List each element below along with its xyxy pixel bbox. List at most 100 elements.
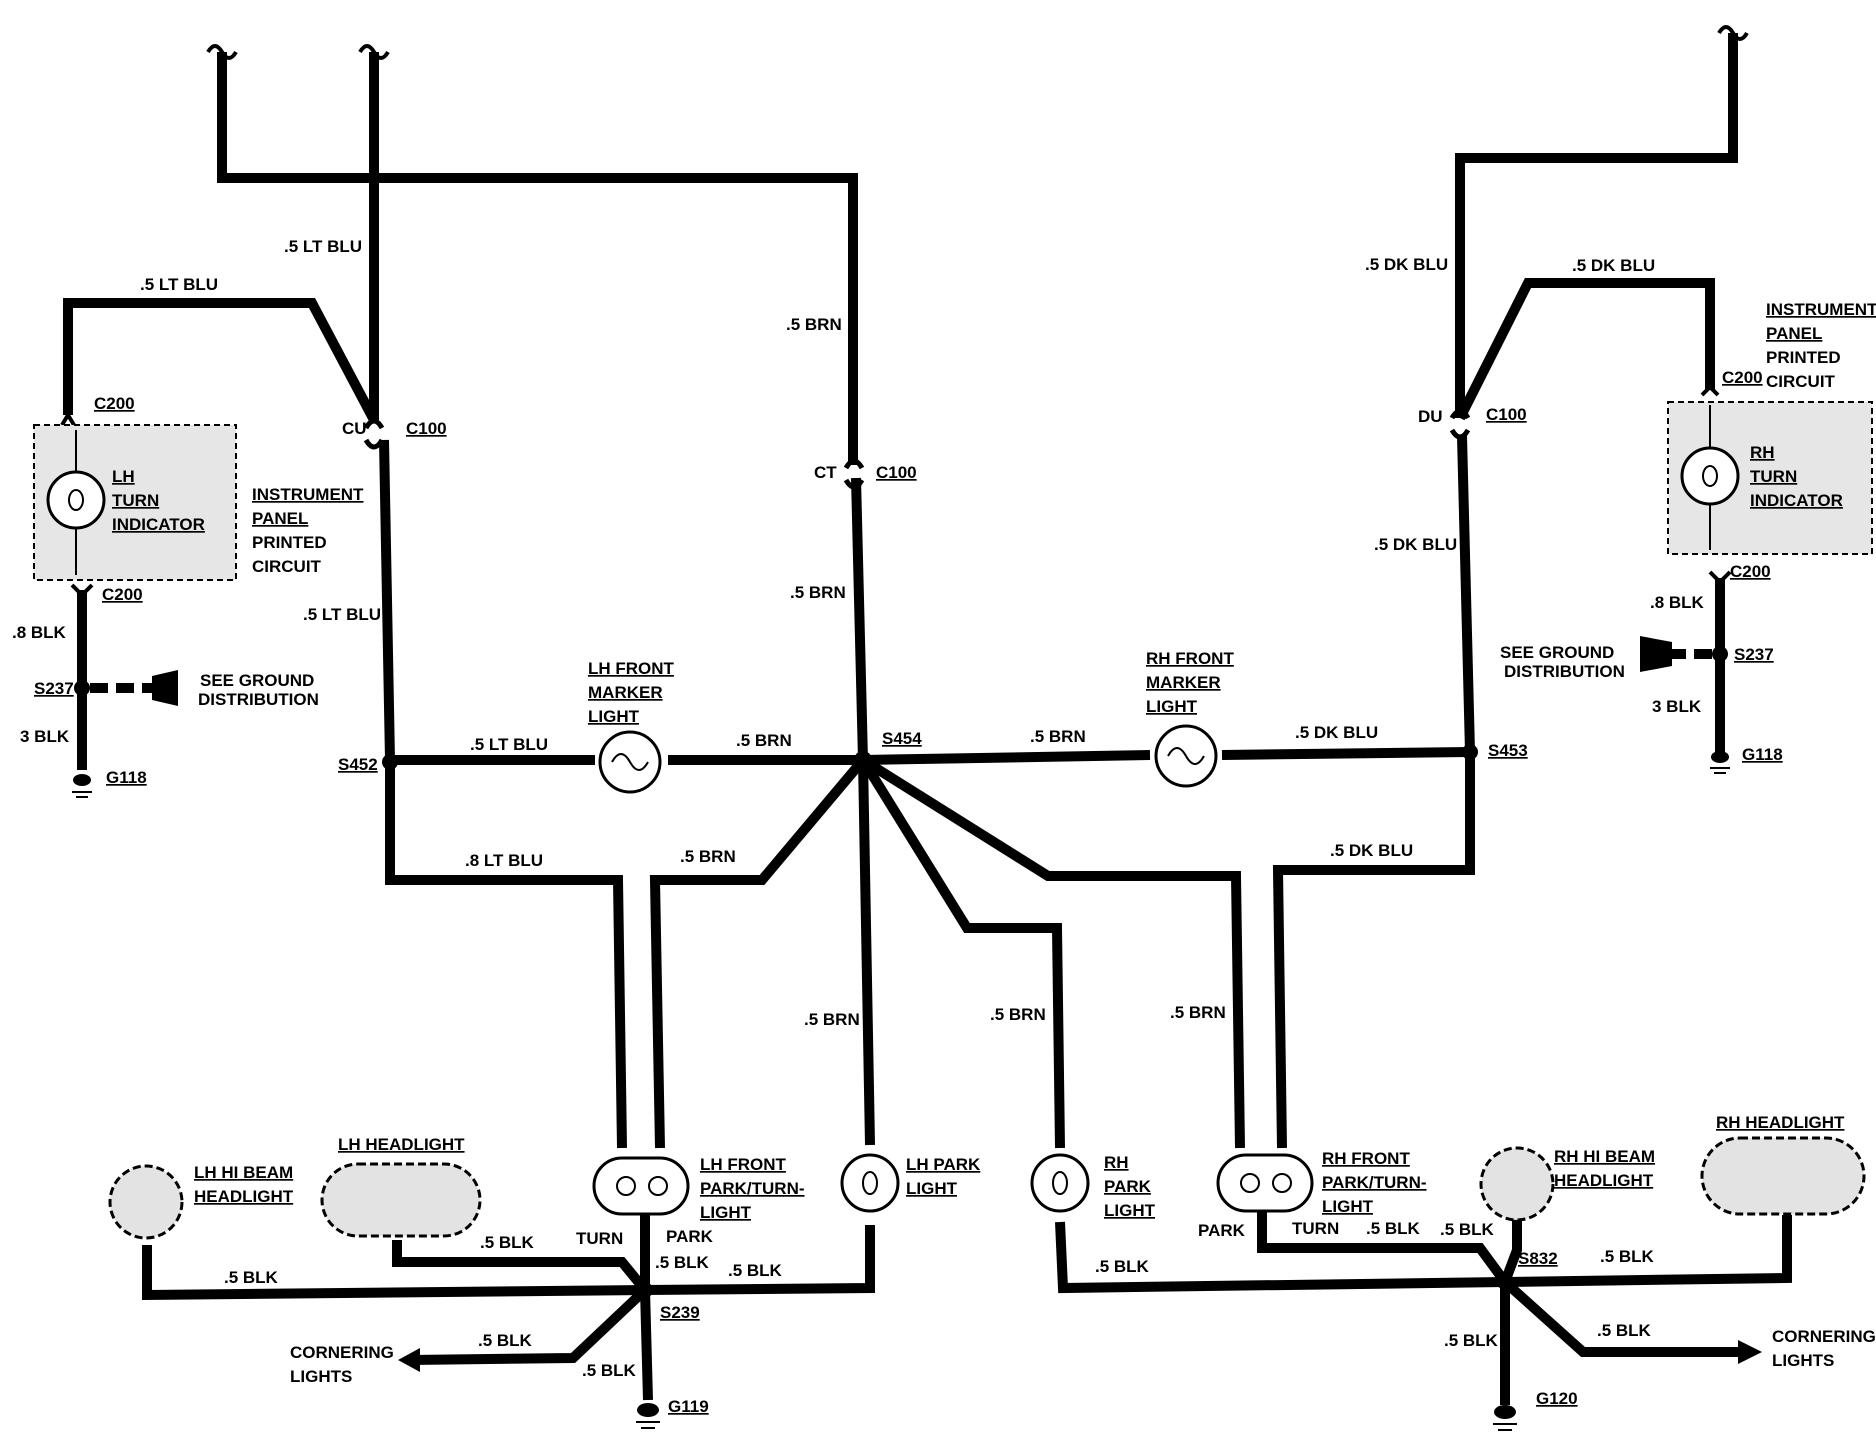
rh-turn-indicator-label: RH: [1750, 443, 1775, 462]
connector-c100-du: [1449, 408, 1471, 440]
ipc-label: PANEL: [252, 509, 308, 528]
rh-turn-indicator-label: TURN: [1750, 467, 1797, 486]
rh-park-label: PARK: [1104, 1177, 1152, 1196]
splice-label: S832: [1518, 1249, 1558, 1268]
lh-hi-beam-headlight-icon: [108, 1164, 184, 1240]
wire-label: .8 BLK: [1650, 593, 1705, 612]
wire-label: .5 LT BLU: [284, 237, 362, 256]
wire-label: .5 BLK: [1444, 1331, 1499, 1350]
wire-label: .5 BRN: [736, 731, 792, 750]
wire-label: .5 BLK: [224, 1268, 279, 1287]
rh-park-label: LIGHT: [1104, 1201, 1156, 1220]
wire-break-marks: [206, 25, 1749, 60]
terminal-label: TURN: [1292, 1219, 1339, 1238]
cornering-label: LIGHTS: [290, 1367, 352, 1386]
rh-front-marker-light-icon: [1154, 724, 1218, 788]
connector-c100-cu: [363, 418, 385, 450]
rh-front-park-turn-light-icon: [1216, 1153, 1314, 1213]
see-ground-arrowhead-left: [152, 670, 178, 706]
lh-park-label: LIGHT: [906, 1179, 958, 1198]
terminal-label: PARK: [1198, 1221, 1246, 1240]
connector-label: C200: [102, 585, 143, 604]
wire-label: .5 DK BLU: [1330, 841, 1413, 860]
connector-label: CU: [342, 419, 367, 438]
lh-front-park-label: LIGHT: [700, 1203, 752, 1222]
ground-label: G120: [1536, 1389, 1578, 1408]
ipc-label: INSTRUMENT: [1766, 300, 1876, 319]
ground-g118-r-icon: [1710, 751, 1730, 774]
splice-s237-r: [1712, 646, 1728, 662]
see-ground-label: DISTRIBUTION: [198, 690, 319, 709]
wire-blk-rhpark: [1055, 1221, 1506, 1294]
cornering-arrowhead-right: [1738, 1340, 1762, 1364]
lh-turn-indicator-label: TURN: [112, 491, 159, 510]
see-ground-label: DISTRIBUTION: [1504, 662, 1625, 681]
connector-label: C200: [1722, 368, 1763, 387]
splice-s832: [1497, 1274, 1513, 1290]
connector-label: C100: [1486, 405, 1527, 424]
wire-brn-rhmarker: [862, 750, 1151, 765]
lh-front-park-label: LH FRONT: [700, 1155, 787, 1174]
wire-label: .5 DK BLU: [1374, 535, 1457, 554]
connector-c100-ct: [843, 458, 865, 490]
lh-front-park-turn-light-icon: [592, 1156, 690, 1216]
connector-label: C100: [876, 463, 917, 482]
ipc-label: CIRCUIT: [252, 557, 322, 576]
see-ground-label: SEE GROUND: [200, 671, 314, 690]
wire-brn-rhpark: [858, 757, 1065, 1149]
wires: [63, 33, 1792, 1405]
wire-label: .5 BLK: [655, 1253, 710, 1272]
ground-label: G119: [668, 1397, 709, 1416]
ground-g118-l-icon: [72, 774, 92, 798]
connector-c200-rh-top: [1700, 384, 1720, 397]
ipc-label: CIRCUIT: [1766, 372, 1836, 391]
wire-label: .8 LT BLU: [465, 851, 543, 870]
rh-marker-label: LIGHT: [1146, 697, 1198, 716]
terminal-label: TURN: [576, 1229, 623, 1248]
wire-dk-blu-feed: [1455, 33, 1738, 418]
wire-blk-cornering-r: [1501, 1278, 1750, 1357]
wire-label: .8 BLK: [12, 623, 67, 642]
rh-park-label: RH: [1104, 1153, 1129, 1172]
wire-lt-blu-down: [379, 439, 627, 1149]
see-ground-label: SEE GROUND: [1500, 643, 1614, 662]
ipc-label: PRINTED: [252, 533, 327, 552]
lh-park-light-icon: [840, 1153, 900, 1213]
wire-brn-lhfront: [649, 756, 867, 1149]
wire-label: .5 LT BLU: [140, 275, 218, 294]
ipc-label: PRINTED: [1766, 348, 1841, 367]
lh-marker-label: MARKER: [588, 683, 663, 702]
splice-label: S453: [1488, 741, 1528, 760]
wire-label: .5 DK BLU: [1572, 256, 1655, 275]
wire-label: .5 BRN: [680, 847, 736, 866]
ground-label: G118: [1742, 745, 1783, 764]
cornering-arrowhead-left: [398, 1348, 420, 1372]
wire-label: .5 BRN: [804, 1010, 860, 1029]
rh-front-park-label: LIGHT: [1322, 1197, 1374, 1216]
connector-c200-rh-bot: [1708, 570, 1732, 585]
wire-blk-cornering-l: [409, 1286, 649, 1365]
wire-label: 3 BLK: [20, 727, 70, 746]
splice-label: S237: [34, 679, 74, 698]
connector-label: C200: [94, 394, 135, 413]
rh-turn-indicator-bulb-icon: [1680, 405, 1740, 550]
connector-c200-lh-top: [60, 411, 76, 427]
wire-brn-main: [851, 477, 875, 1146]
ipc-label: INSTRUMENT: [252, 485, 364, 504]
lh-hi-beam-label: HEADLIGHT: [194, 1187, 294, 1206]
ipc-label: PANEL: [1766, 324, 1822, 343]
connector-label: C200: [1730, 562, 1771, 581]
rh-headlight-icon: [1700, 1136, 1866, 1216]
wire-label: .5 BRN: [786, 315, 842, 334]
splices: [74, 646, 1728, 1298]
wire-label: .5 BLK: [1366, 1219, 1421, 1238]
rh-hi-beam-headlight-icon: [1479, 1146, 1555, 1222]
wire-blk-lhhi: [142, 1245, 646, 1301]
wire-label: .5 BLK: [582, 1361, 637, 1380]
wire-label: .5 LT BLU: [303, 605, 381, 624]
cornering-label: CORNERING: [1772, 1327, 1876, 1346]
wire-label: .5 BLK: [1597, 1321, 1652, 1340]
rh-turn-indicator-label: INDICATOR: [1750, 491, 1843, 510]
wire-label: .5 DK BLU: [1295, 723, 1378, 742]
splice-s239: [637, 1282, 653, 1298]
